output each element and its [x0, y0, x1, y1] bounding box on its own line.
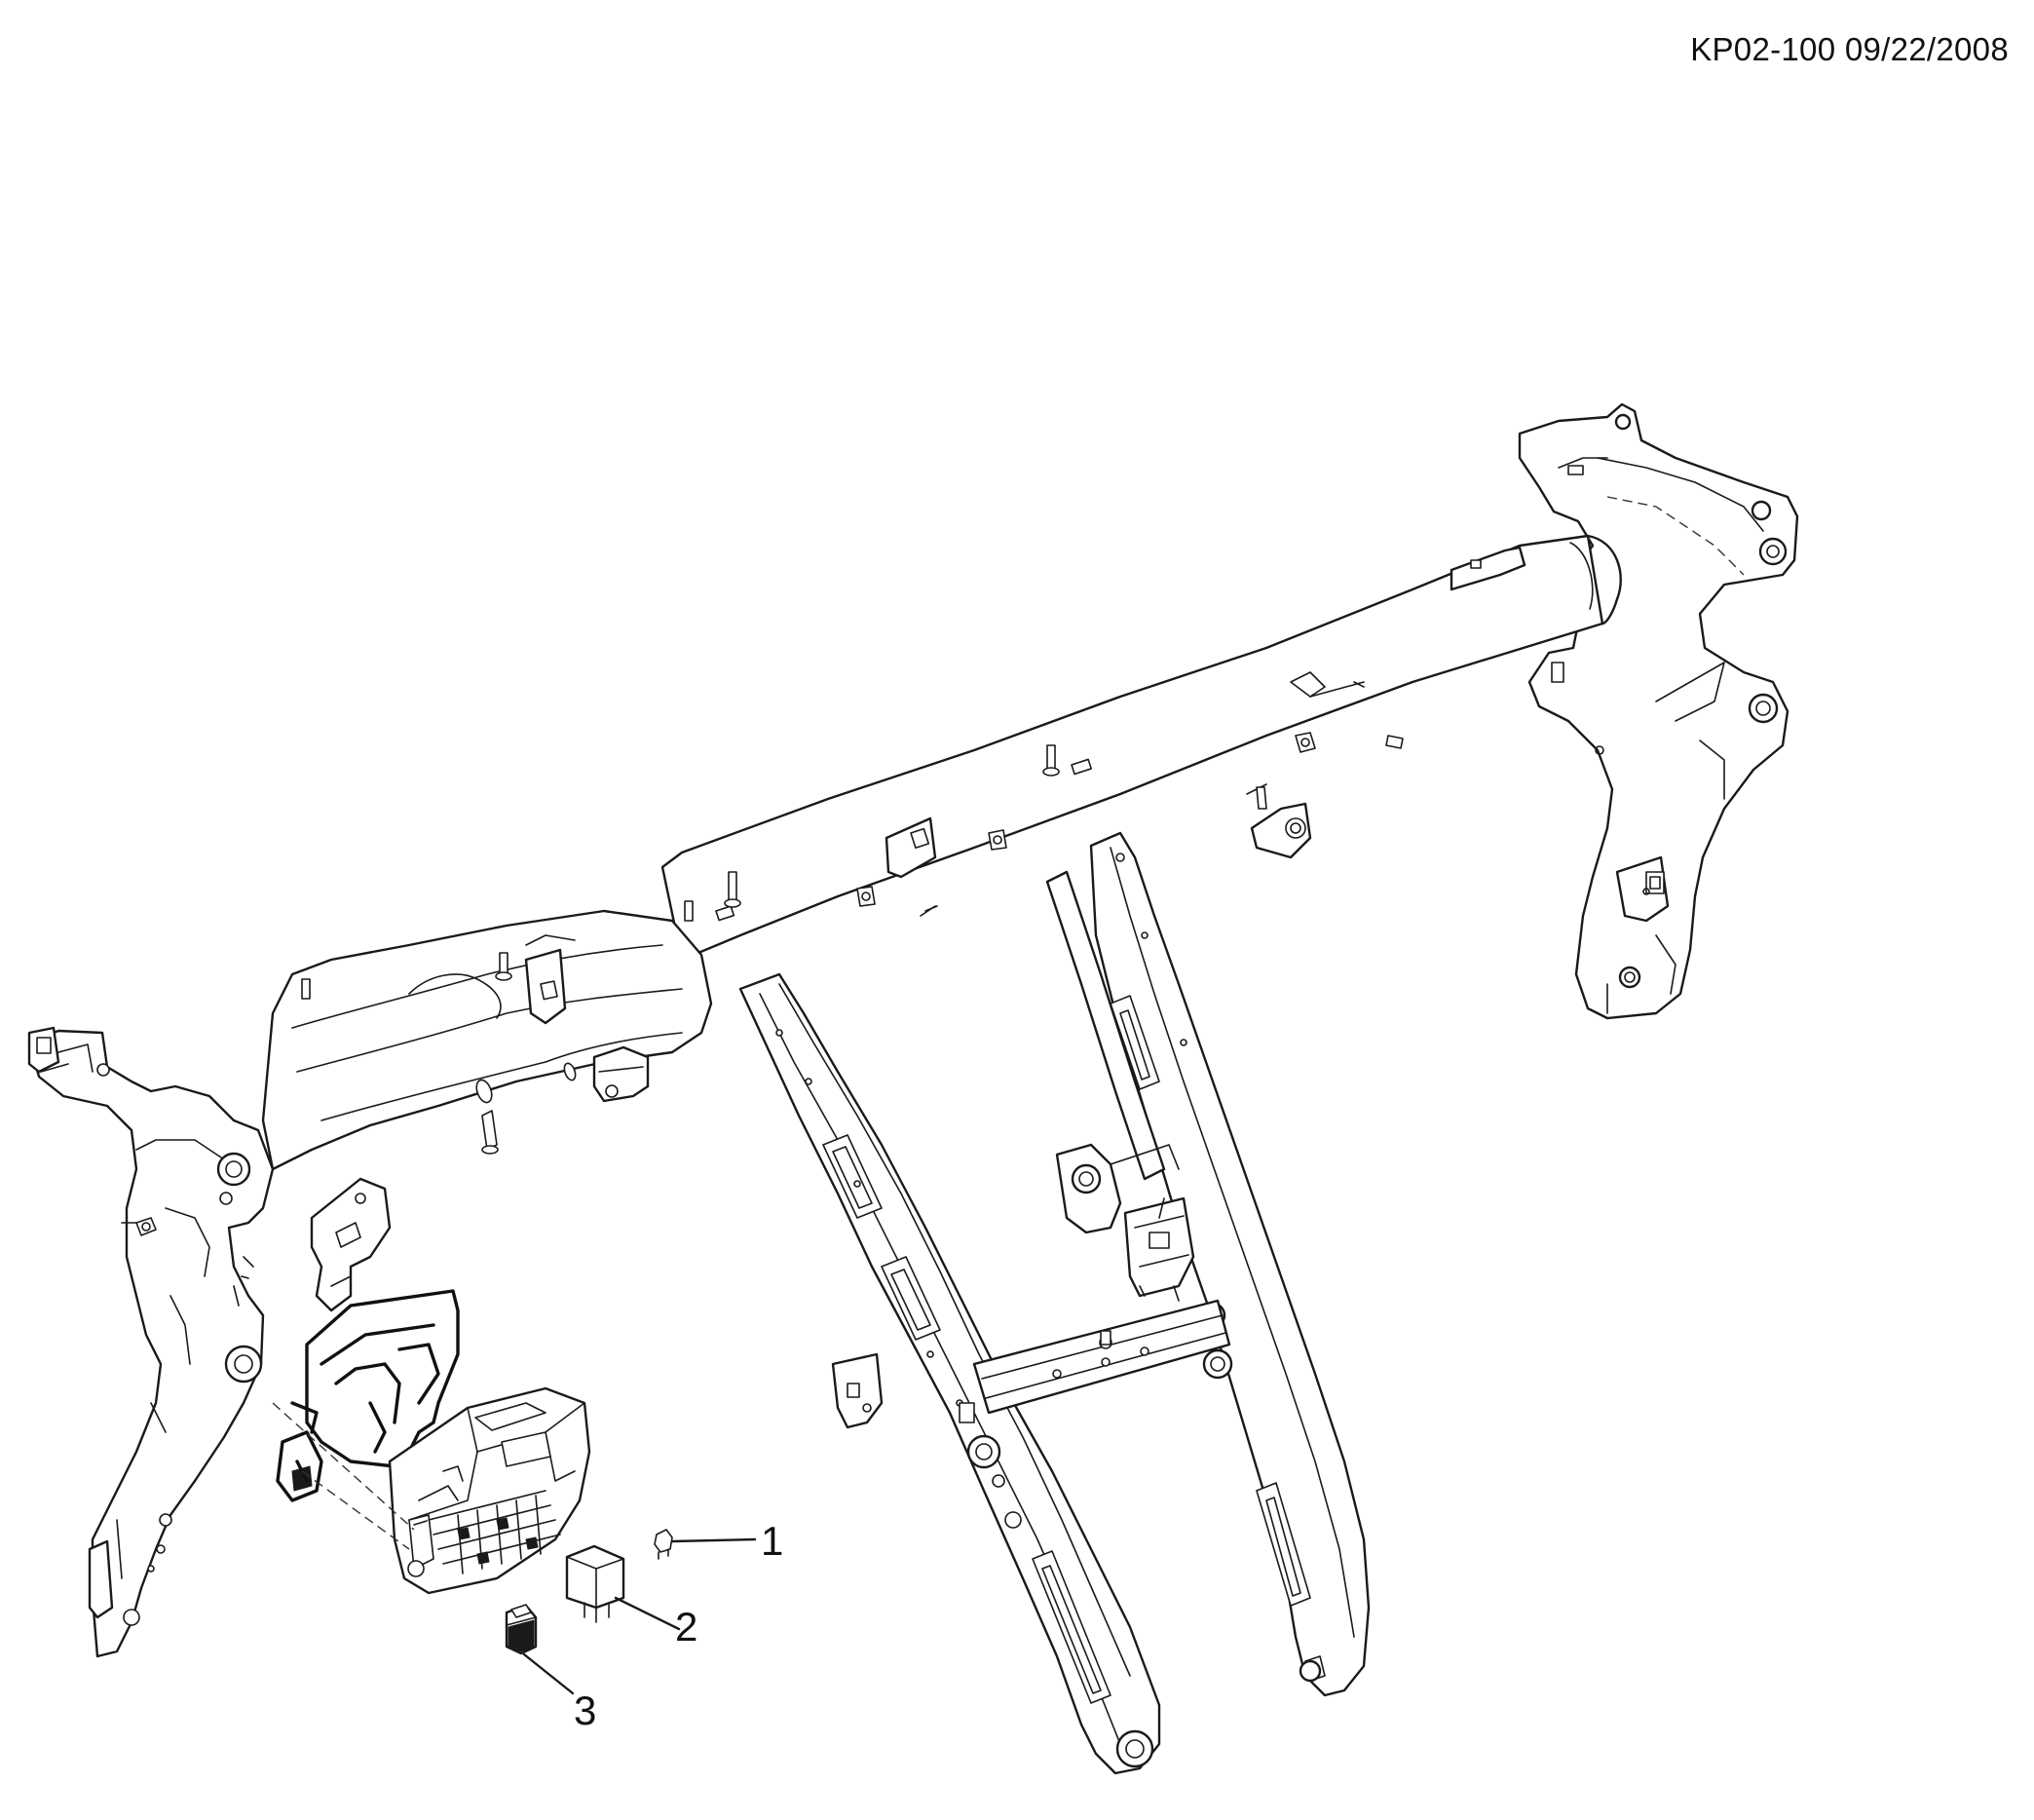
assembly-line: [272, 1402, 415, 1531]
fuse-block: [388, 1386, 591, 1595]
part-1-fuse: [654, 1529, 757, 1560]
main-cross-tube: [660, 534, 1622, 962]
horizontal-cross-brace: [972, 1299, 1231, 1415]
steering-column-housing: [261, 909, 713, 1312]
part-3-maxi-fuse: [505, 1604, 575, 1695]
left-end-bracket: [27, 1026, 275, 1658]
part-2-relay: [565, 1544, 681, 1631]
callout-1-label: 1: [761, 1518, 783, 1564]
callout-2-label: 2: [675, 1604, 697, 1649]
fuse-block-bracket: [276, 1289, 460, 1502]
assembly-line: [301, 1470, 410, 1550]
document-id-label: KP02-100 09/22/2008: [1690, 31, 2009, 67]
callout-3-label: 3: [574, 1687, 596, 1733]
right-end-bracket: [1518, 402, 1799, 1020]
left-support-brace: [738, 972, 1161, 1775]
center-vertical-strut: [1045, 870, 1195, 1302]
